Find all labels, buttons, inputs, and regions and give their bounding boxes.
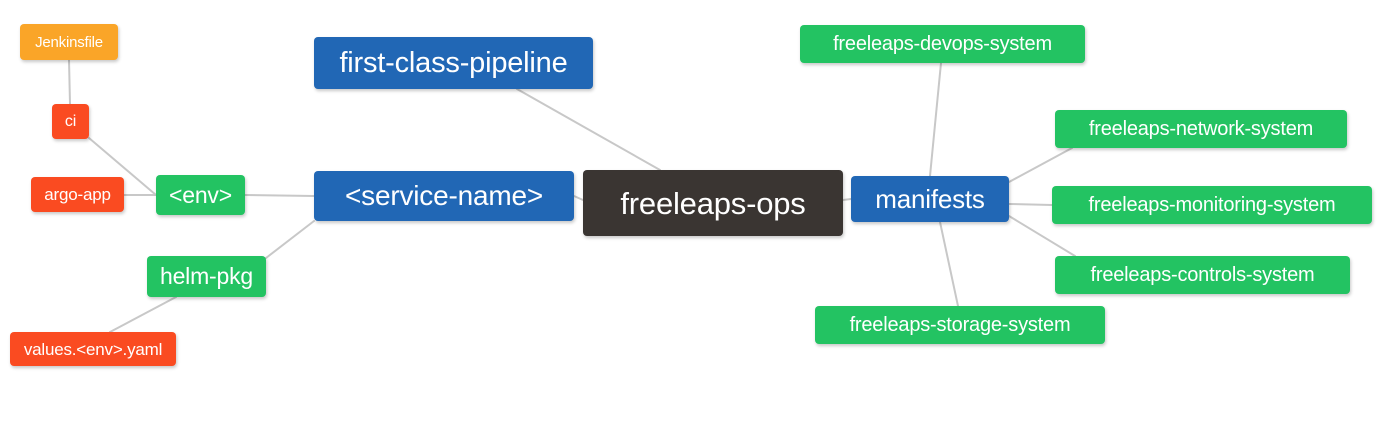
edge-manifests-to-freeleaps-monitoring-system	[1008, 203, 1053, 206]
edge-helm-pkg-to-values-env-yaml	[109, 296, 177, 333]
node-freeleaps-controls-system[interactable]: freeleaps-controls-system	[1055, 256, 1350, 294]
edge-env-to-service-name	[244, 194, 315, 197]
node-freeleaps-devops-system[interactable]: freeleaps-devops-system	[800, 25, 1085, 63]
node-freeleaps-monitoring-system[interactable]: freeleaps-monitoring-system	[1052, 186, 1372, 224]
edge-first-class-pipeline-to-freeleaps-ops	[516, 88, 661, 171]
node-freeleaps-ops[interactable]: freeleaps-ops	[583, 170, 843, 236]
node-service-name[interactable]: <service-name>	[314, 171, 574, 221]
node-freeleaps-network-system[interactable]: freeleaps-network-system	[1055, 110, 1347, 148]
node-ci[interactable]: ci	[52, 104, 89, 139]
node-jenkinsfile[interactable]: Jenkinsfile	[20, 24, 118, 60]
edge-manifests-to-freeleaps-storage-system	[939, 221, 959, 307]
edge-manifests-to-freeleaps-devops-system	[929, 62, 942, 177]
node-argo-app[interactable]: argo-app	[31, 177, 124, 212]
node-freeleaps-storage-system[interactable]: freeleaps-storage-system	[815, 306, 1105, 344]
node-values-env-yaml[interactable]: values.<env>.yaml	[10, 332, 176, 366]
edge-manifests-to-freeleaps-network-system	[1008, 147, 1073, 183]
node-helm-pkg[interactable]: helm-pkg	[147, 256, 266, 297]
node-env[interactable]: <env>	[156, 175, 245, 215]
edge-jenkinsfile-to-ci	[68, 59, 71, 105]
edge-service-name-to-helm-pkg	[265, 220, 315, 259]
edge-service-name-to-freeleaps-ops	[573, 195, 584, 201]
node-first-class-pipeline[interactable]: first-class-pipeline	[314, 37, 593, 89]
edge-freeleaps-ops-to-manifests	[842, 198, 852, 201]
node-manifests[interactable]: manifests	[851, 176, 1009, 222]
